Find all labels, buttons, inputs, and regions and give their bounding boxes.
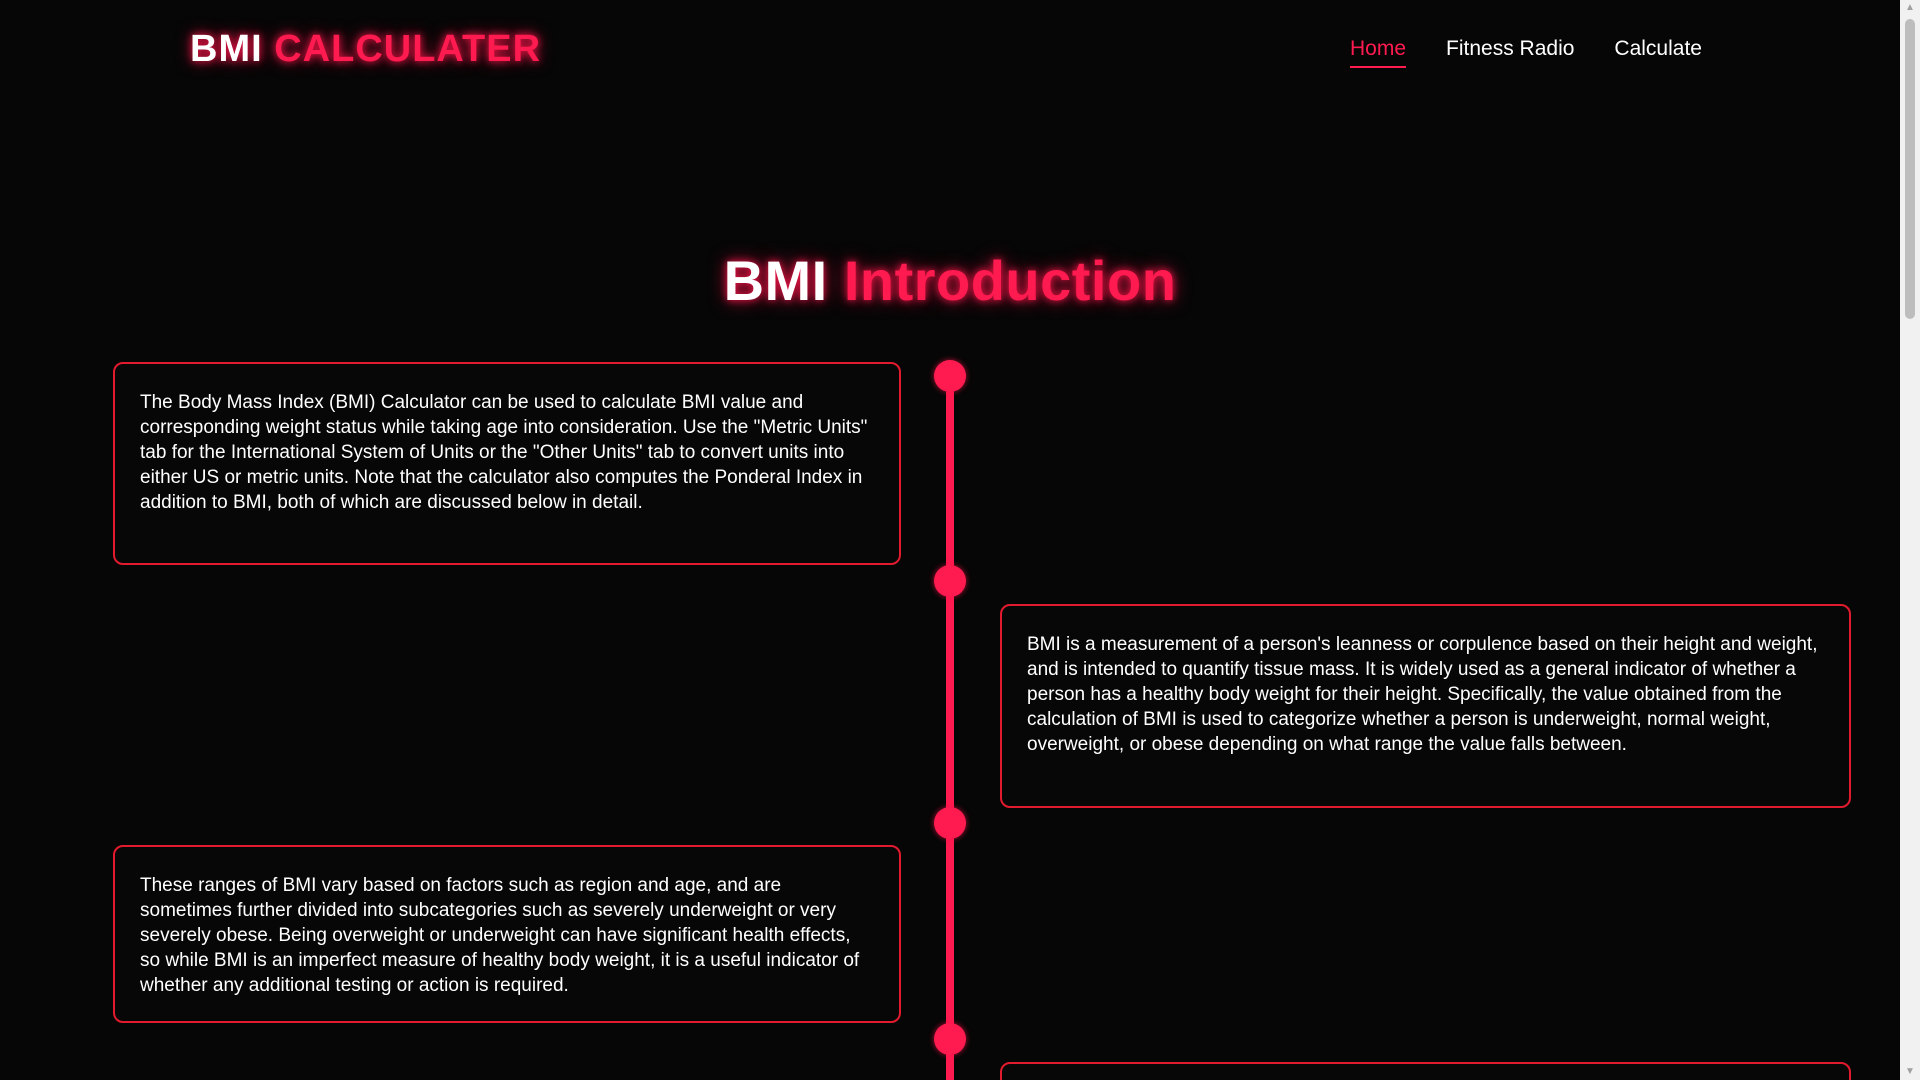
section-title-introduction: Introduction <box>843 249 1177 312</box>
scrollbar-thumb[interactable] <box>1905 19 1915 319</box>
timeline-dot-icon <box>934 565 966 597</box>
timeline-dot-icon <box>934 360 966 392</box>
vertical-scrollbar[interactable]: ▲ ▼ <box>1900 0 1920 1080</box>
timeline-card-1-text: The Body Mass Index (BMI) Calculator can… <box>140 392 868 513</box>
timeline-card-3: These ranges of BMI vary based on factor… <box>113 845 901 1023</box>
timeline-dot-icon <box>934 1023 966 1055</box>
logo-text-bmi: BMI <box>190 28 263 70</box>
section-title: BMI Introduction <box>0 250 1900 312</box>
nav-link-calculate[interactable]: Calculate <box>1614 37 1702 60</box>
nav-link-fitness-radio[interactable]: Fitness Radio <box>1446 37 1575 60</box>
timeline-line <box>946 376 954 1080</box>
nav-link-home[interactable]: Home <box>1350 38 1407 68</box>
timeline-card-2: BMI is a measurement of a person's leann… <box>1000 604 1851 808</box>
navbar: BMI CALCULATER Home Fitness Radio Calcul… <box>0 0 1900 100</box>
timeline-card-1: The Body Mass Index (BMI) Calculator can… <box>113 362 901 565</box>
section-title-bmi: BMI <box>723 249 828 312</box>
timeline-dot-icon <box>934 807 966 839</box>
logo-text-calculater: CALCULATER <box>274 28 542 70</box>
timeline-card-2-text: BMI is a measurement of a person's leann… <box>1027 634 1818 755</box>
logo[interactable]: BMI CALCULATER <box>190 30 541 68</box>
scroll-up-arrow-icon[interactable]: ▲ <box>1905 2 1915 13</box>
nav-menu: Home Fitness Radio Calculate <box>1350 38 1702 68</box>
timeline-card-4 <box>1000 1062 1851 1080</box>
scroll-down-arrow-icon[interactable]: ▼ <box>1905 1066 1915 1077</box>
timeline-card-3-text: These ranges of BMI vary based on factor… <box>140 875 860 996</box>
